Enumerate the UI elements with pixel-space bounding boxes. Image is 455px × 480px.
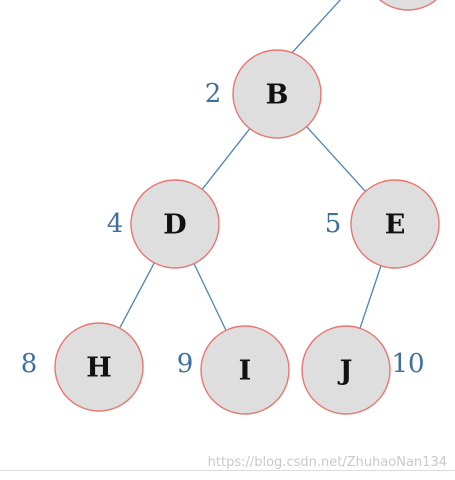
edges-layer: [118, 0, 382, 332]
edge-b-d: [201, 127, 251, 191]
node-index-number: 2: [205, 79, 222, 109]
edge-e-j: [359, 264, 382, 330]
node-h: H8: [21, 322, 144, 412]
node-partial-parent-circle: [378, 0, 438, 11]
node-index-number: 9: [177, 349, 194, 379]
node-circle: [200, 325, 290, 415]
node-circle: [130, 179, 220, 269]
edge-b-to-parent: [289, 0, 342, 56]
node-index-number: 5: [325, 209, 342, 239]
node-label: H: [86, 353, 112, 384]
node-b: B2: [205, 49, 322, 139]
watermark-text: https://blog.csdn.net/ZhuhaoNan134: [208, 455, 447, 470]
node-label: I: [239, 356, 252, 387]
node-i: I9: [177, 325, 290, 415]
edge-d-i: [193, 262, 227, 332]
node-label: D: [163, 210, 186, 241]
node-circle: [350, 179, 440, 269]
node-index-number: 10: [391, 349, 424, 379]
node-label: B: [266, 80, 289, 111]
node-label: J: [338, 356, 353, 387]
node-index-number: 4: [107, 209, 124, 239]
node-d: D4: [107, 179, 220, 269]
node-j: J 10: [301, 325, 425, 415]
node-circle: [301, 325, 391, 415]
edge-b-e: [305, 125, 367, 193]
node-e: E5: [325, 179, 440, 269]
node-circle: [54, 322, 144, 412]
node-circle: [232, 49, 322, 139]
edge-d-h: [118, 261, 156, 330]
node-label: E: [385, 210, 406, 241]
node-index-number: 8: [21, 349, 38, 379]
